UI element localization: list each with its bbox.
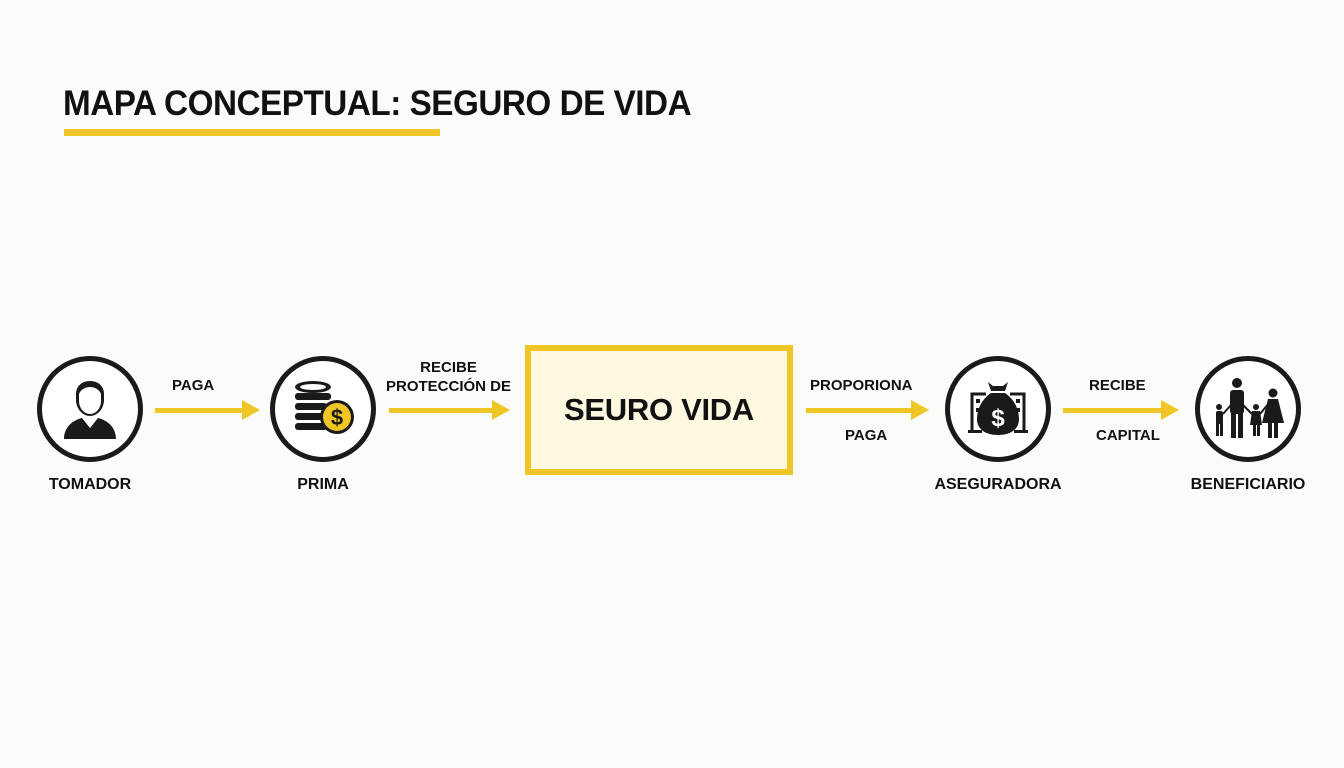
money-bag-building-icon: $	[968, 382, 1028, 435]
node-tomador: TOMADOR	[20, 356, 160, 494]
node-circle: $	[945, 356, 1051, 462]
edge-label-proporciona: PROPORIONA	[810, 377, 913, 394]
arrow-prima-seguro	[389, 400, 511, 420]
node-beneficiario: BENEFICIARIO	[1178, 356, 1318, 494]
node-circle	[37, 356, 143, 462]
edge-label-paga: PAGA	[172, 377, 215, 394]
person-icon	[64, 381, 116, 439]
title-underline	[64, 129, 440, 136]
edge-label-capital: CAPITAL	[1096, 427, 1160, 444]
family-icon	[1216, 378, 1284, 438]
central-concept-label: SEURO VIDA	[564, 392, 754, 427]
node-label: TOMADOR	[48, 476, 132, 493]
node-label: BENEFICIARIO	[1190, 476, 1306, 493]
node-circle	[1195, 356, 1301, 462]
edge-label-recibe-proteccion: RECIBE PROTECCIÓN DE	[386, 358, 511, 396]
central-concept-box: SEURO VIDA	[525, 345, 793, 475]
diagram-title: MAPA CONCEPTUAL: SEGURO DE VIDA	[63, 84, 692, 123]
coins-dollar-icon: $	[295, 381, 354, 434]
edge-label-line1: RECIBE	[420, 359, 477, 376]
node-aseguradora: $ ASEGURADORA	[928, 356, 1068, 494]
svg-text:$: $	[991, 405, 1005, 432]
arrow-tomador-prima	[155, 400, 260, 420]
arrow-seguro-aseguradora	[806, 400, 930, 420]
edge-label-paga-bottom: PAGA	[845, 427, 888, 444]
svg-text:$: $	[331, 405, 343, 430]
arrow-aseguradora-beneficiario	[1063, 400, 1180, 420]
edge-label-line2: PROTECCIÓN DE	[386, 378, 512, 395]
node-prima: $ PRIMA	[253, 356, 393, 494]
edge-label-recibe: RECIBE	[1089, 377, 1146, 394]
node-circle: $	[270, 356, 376, 462]
node-label: ASEGURADORA	[934, 476, 1062, 493]
node-label: PRIMA	[297, 476, 349, 493]
